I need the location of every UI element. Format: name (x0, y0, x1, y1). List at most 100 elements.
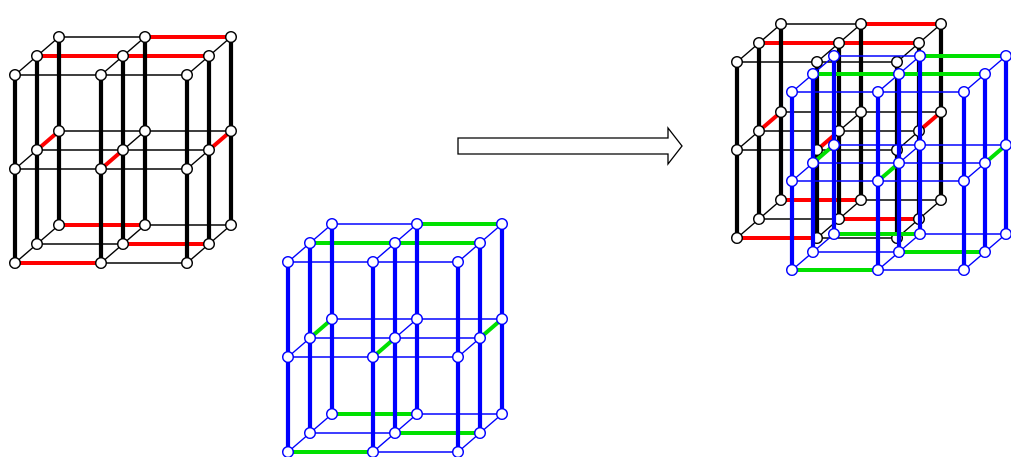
lattice-node (94, 257, 107, 270)
lattice-node (775, 105, 788, 118)
combined-black-red (731, 18, 948, 244)
lattice-node (94, 162, 107, 175)
lattice-node (116, 50, 129, 63)
lattice-node (775, 193, 788, 206)
lattice-node (31, 143, 44, 156)
lattice-node (872, 85, 885, 98)
lattice-node (914, 50, 927, 63)
lattice-node (893, 245, 906, 258)
lattice-node (452, 256, 465, 269)
lattice-node (224, 124, 237, 137)
lattice-node (893, 156, 906, 169)
lattice-node (138, 124, 151, 137)
lattice-node (935, 18, 948, 31)
lattice-node (8, 257, 22, 270)
lattice-node (828, 138, 841, 151)
lattice-node (496, 313, 509, 326)
right-arrow-icon (457, 126, 683, 166)
lattice-node (958, 264, 971, 277)
lattice-node (775, 18, 788, 31)
lattice-node (833, 37, 846, 50)
lattice-node (731, 56, 744, 69)
lattice-node (786, 174, 799, 187)
lattice-node (1000, 50, 1011, 62)
lattice-node (389, 427, 402, 440)
lattice-node (872, 174, 885, 187)
lattice-node (891, 56, 904, 69)
horizontal-edges (13, 35, 233, 265)
lattice-node (935, 105, 948, 118)
lattice-blue-green (282, 217, 509, 457)
lattice-node (53, 218, 66, 231)
vertical-edges (12, 34, 234, 266)
lattice-node (282, 351, 295, 364)
horizontal-edges (286, 222, 504, 454)
lattice-nodes (786, 50, 1011, 277)
lattice-node (180, 68, 193, 81)
vertical-edges (789, 53, 1009, 273)
lattice-node (304, 236, 317, 249)
lattice-node (304, 332, 317, 345)
lattice-node (474, 236, 487, 249)
lattice-node (8, 68, 22, 81)
vertical-edges (285, 221, 505, 455)
lattice-node (94, 68, 107, 81)
lattice-node (914, 227, 927, 240)
lattice-node (979, 156, 992, 169)
lattice-node (872, 264, 885, 277)
horizontal-edges (735, 22, 943, 240)
lattice-node (202, 237, 215, 250)
lattice-nodes (282, 217, 509, 457)
lattice-node (31, 237, 44, 250)
lattice-nodes (8, 31, 237, 270)
lattice-black-red (8, 31, 237, 270)
lattice-node (202, 143, 215, 156)
lattice-node (326, 408, 339, 421)
lattice-node (116, 237, 129, 250)
lattice-node (389, 332, 402, 345)
lattice-node (138, 218, 151, 231)
lattice-node (828, 50, 841, 63)
lattice-node (496, 217, 509, 230)
lattice-node (202, 50, 215, 63)
lattice-node (914, 138, 927, 151)
lattice-node (807, 156, 820, 169)
lattice-node (411, 217, 424, 230)
lattice-node (411, 408, 424, 421)
lattice-node (731, 231, 744, 244)
lattice-node (224, 218, 237, 231)
lattice-node (474, 332, 487, 345)
lattice-node (855, 18, 868, 31)
lattice-node (496, 408, 509, 421)
lattice-node (138, 31, 151, 44)
lattice-node (958, 174, 971, 187)
lattice-node (807, 245, 820, 258)
lattice-node (786, 264, 799, 277)
lattice-node (282, 256, 295, 269)
lattice-node (304, 427, 317, 440)
lattice-node (452, 351, 465, 364)
lattice-node (367, 351, 380, 364)
lattice-node (958, 85, 971, 98)
lattice-node (116, 143, 129, 156)
lattice-node (53, 31, 66, 44)
lattice-node (935, 193, 948, 206)
lattice-node (31, 50, 44, 63)
lattice-node (180, 257, 193, 270)
lattice-node (326, 217, 339, 230)
lattice-node (474, 427, 487, 440)
lattice-node (367, 256, 380, 269)
lattice-node (753, 124, 766, 137)
lattice-node (389, 236, 402, 249)
lattice-node (807, 67, 820, 80)
lattice-node (855, 105, 868, 118)
lattice-node (326, 313, 339, 326)
lattice-node (731, 143, 744, 156)
lattice-node (979, 67, 992, 80)
combined-lattice (731, 18, 1011, 277)
lattice-node (452, 446, 464, 457)
lattice-node (224, 31, 237, 44)
lattice-node (180, 162, 193, 175)
